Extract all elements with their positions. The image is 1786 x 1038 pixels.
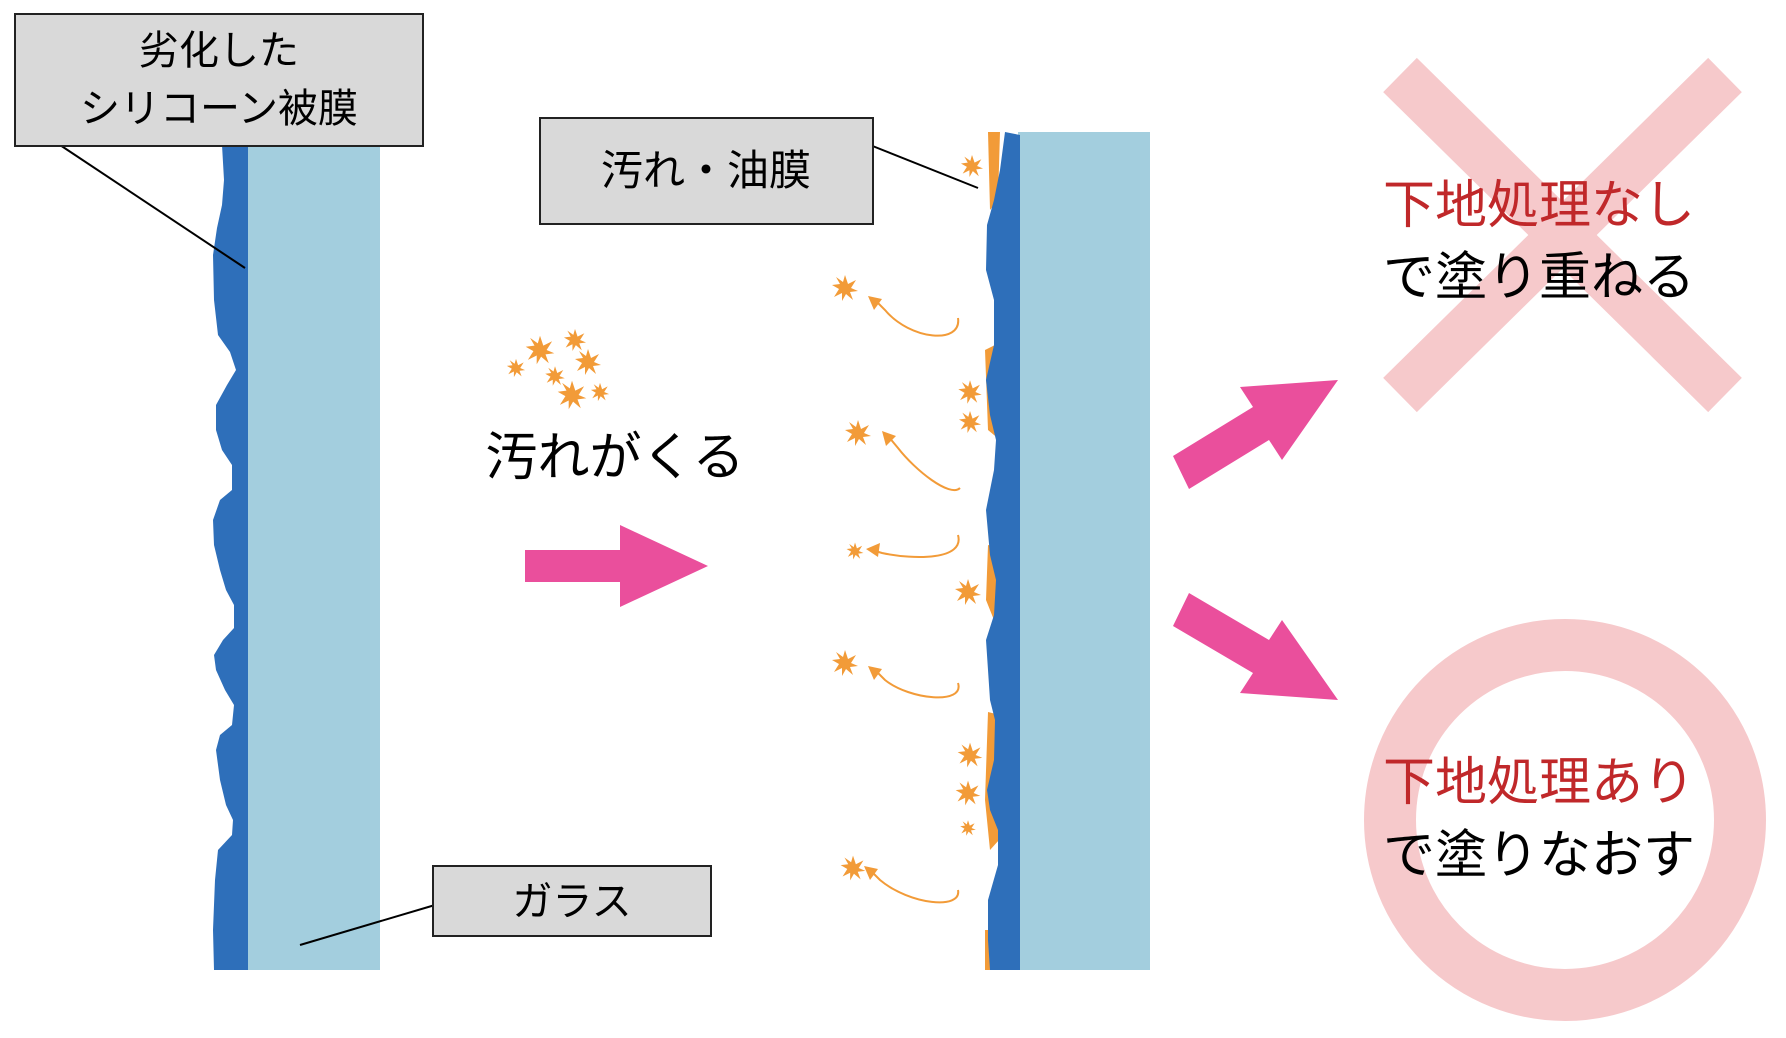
dirt-particle bbox=[846, 542, 864, 560]
dirt-trail-arrowhead bbox=[868, 296, 882, 310]
label-dirt-film: 汚れ・油膜 bbox=[601, 146, 811, 195]
panel-dirt-film: 汚れ・油膜 bbox=[539, 117, 1150, 970]
dirt-particle bbox=[957, 742, 983, 768]
label-box-dirt-film bbox=[539, 117, 874, 225]
label-glass: ガラス bbox=[512, 879, 631, 925]
dirt-particle bbox=[506, 358, 526, 378]
panel-degraded-coating: 劣化した シリコーン被膜 ガラス bbox=[14, 13, 712, 970]
circle-mark-icon bbox=[1364, 619, 1766, 1021]
dirt-particle bbox=[955, 780, 981, 806]
outcome-good-red-text: 下地処理あり bbox=[1383, 753, 1695, 813]
dirt-trail bbox=[871, 534, 960, 558]
dirt-particle bbox=[525, 335, 555, 365]
dirt-particle bbox=[832, 650, 858, 676]
dirt-trail bbox=[869, 869, 960, 904]
dirt-particle bbox=[590, 382, 610, 402]
dirt-particle bbox=[955, 579, 981, 605]
outcome-without-prep: 下地処理なし で塗り重ねる bbox=[1383, 57, 1742, 413]
dirt-trail-arrowhead bbox=[866, 543, 880, 557]
dirt-trail-arrowhead bbox=[864, 866, 878, 880]
arrow-up-right bbox=[1173, 380, 1338, 489]
dirt-trail-arrowhead bbox=[868, 666, 882, 680]
glass-pane-right bbox=[1018, 132, 1150, 970]
cross-mark-icon bbox=[1383, 57, 1742, 413]
dirt-trail bbox=[874, 669, 960, 699]
leader-line-dirt-film bbox=[869, 144, 979, 189]
silicone-coating-dirty bbox=[986, 132, 1020, 970]
dirt-particle bbox=[832, 275, 858, 301]
dirt-particle bbox=[557, 380, 587, 410]
dirt-trail bbox=[874, 299, 960, 337]
outcome-bad-red-text: 下地処理なし bbox=[1383, 176, 1695, 236]
outcome-good-black-text: で塗りなおす bbox=[1383, 826, 1695, 886]
dirt-particle bbox=[958, 410, 982, 434]
dirt-particle bbox=[575, 349, 601, 375]
dirt-particle bbox=[545, 366, 565, 386]
dirt-particle bbox=[958, 380, 982, 404]
arrow-right-transition bbox=[525, 525, 708, 607]
glass-pane-left bbox=[245, 145, 380, 970]
dirt-trail-arrowhead bbox=[882, 431, 896, 446]
degraded-silicone-coating bbox=[213, 145, 248, 970]
dirt-incoming-group bbox=[506, 328, 610, 410]
outcome-bad-black-text: で塗り重ねる bbox=[1383, 248, 1695, 308]
label-box-glass bbox=[432, 865, 712, 937]
dirt-particle bbox=[840, 855, 866, 881]
label-dirt-comes: 汚れがくる bbox=[486, 428, 745, 488]
dirt-particle bbox=[845, 420, 871, 446]
leader-line-degraded bbox=[59, 144, 246, 269]
outcome-with-prep: 下地処理あり で塗りなおす bbox=[1364, 619, 1766, 1021]
dirt-particle bbox=[960, 154, 984, 178]
dirt-particle bbox=[563, 328, 587, 352]
arrow-down-right bbox=[1173, 593, 1338, 700]
label-box-degraded bbox=[14, 13, 424, 147]
leader-line-glass bbox=[299, 904, 436, 946]
label-degraded-line1: 劣化した bbox=[139, 28, 299, 74]
dirt-trail bbox=[887, 435, 961, 491]
label-degraded-line2: シリコーン被膜 bbox=[80, 86, 358, 132]
dirt-particle bbox=[960, 820, 976, 836]
